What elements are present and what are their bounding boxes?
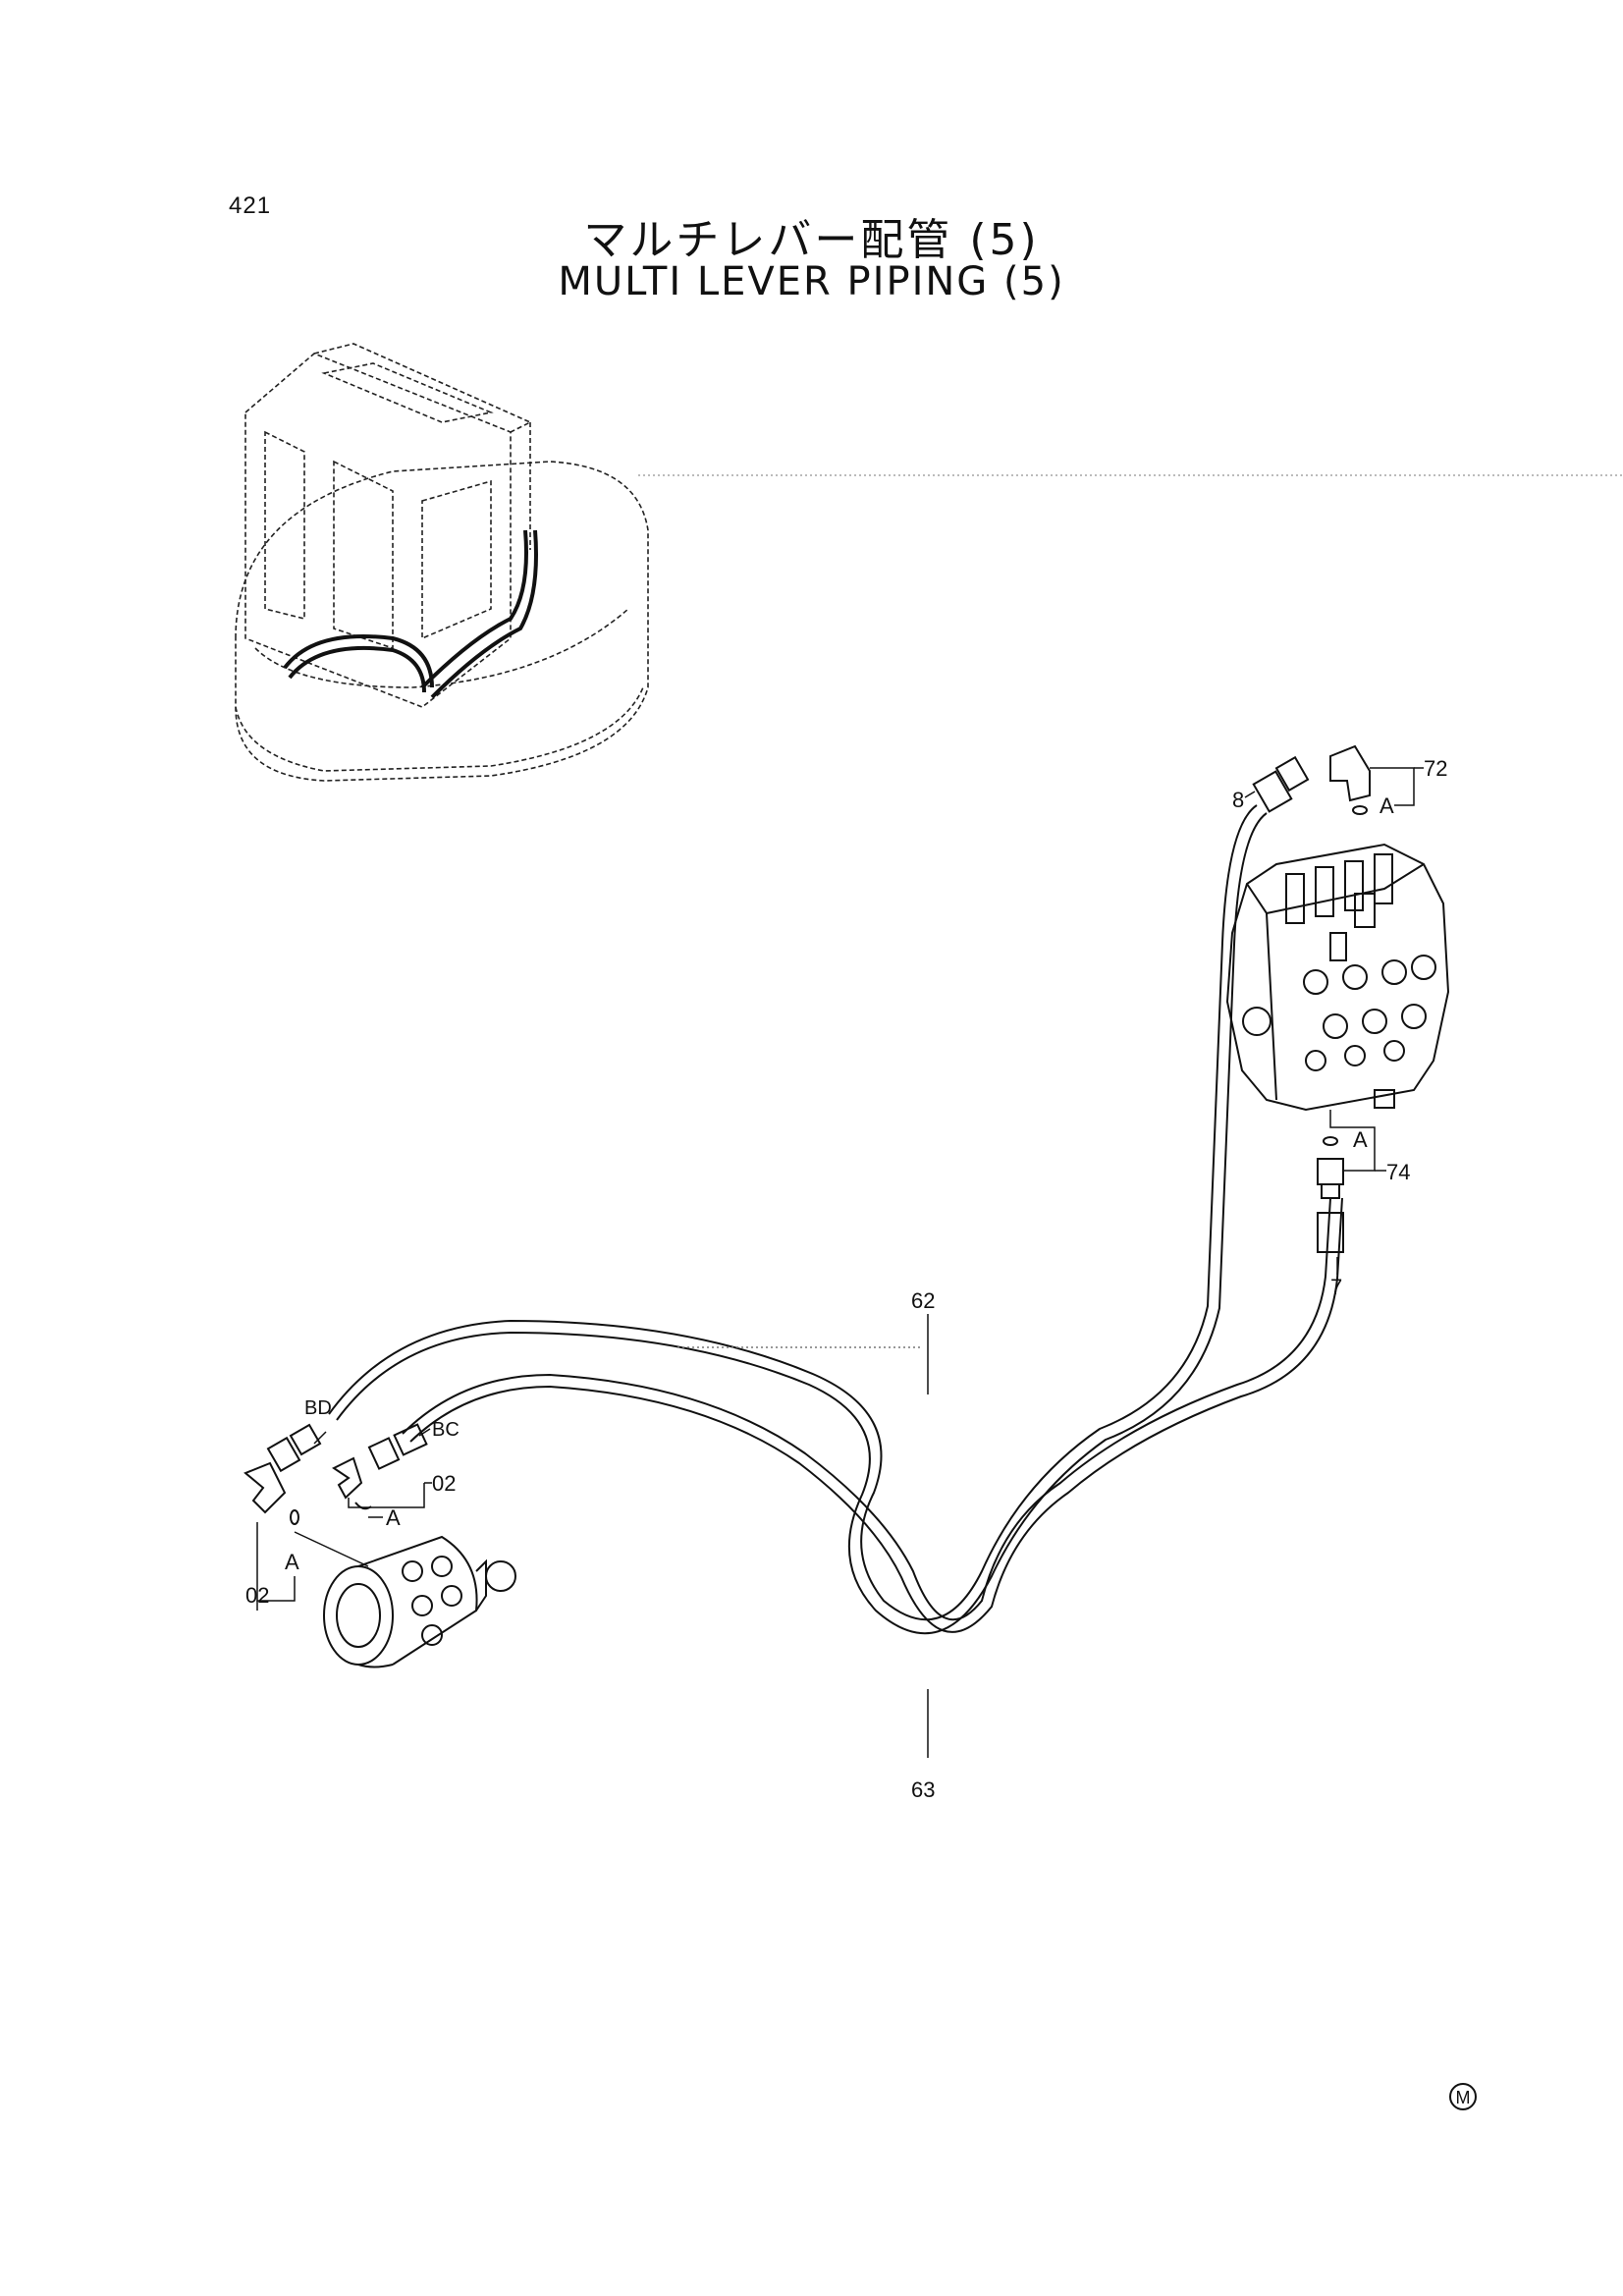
callout-62: 62	[911, 1288, 935, 1313]
title-japanese: マルチレバー配管 (5)	[583, 215, 1040, 265]
leader-lines	[256, 767, 1424, 1758]
circled-m-mark: M	[1449, 2083, 1477, 2110]
fitting-bc	[332, 1423, 428, 1510]
callout-02-lower: 02	[245, 1583, 269, 1608]
fitting-74	[1317, 1136, 1344, 1253]
title-english: MULTI LEVER PIPING (5)	[558, 259, 1065, 304]
fitting-bd	[243, 1423, 322, 1525]
callout-02-upper: 02	[432, 1471, 456, 1496]
mark-letter: M	[1456, 2088, 1471, 2107]
excavator-overview	[235, 343, 649, 782]
fitting-8	[1252, 755, 1310, 813]
callout-a-72: A	[1380, 793, 1394, 818]
callout-7: 7	[1330, 1275, 1342, 1299]
swing-motor	[323, 1535, 516, 1668]
callout-8: 8	[1232, 788, 1244, 812]
callout-72: 72	[1424, 756, 1447, 781]
callout-bc: BC	[432, 1419, 460, 1441]
callout-bd: BD	[304, 1397, 332, 1419]
fitting-72	[1329, 744, 1371, 815]
callout-a-02-lower: A	[285, 1550, 299, 1574]
callout-63: 63	[911, 1777, 935, 1802]
page-number: 421	[229, 192, 272, 219]
callout-a-74: A	[1353, 1127, 1368, 1152]
control-valve	[1225, 843, 1450, 1112]
hose-63	[402, 1197, 1343, 1633]
callout-a-02-upper: A	[386, 1505, 401, 1530]
overview-hoses	[283, 529, 538, 699]
hose-62	[328, 804, 1268, 1635]
callout-74: 74	[1386, 1160, 1410, 1184]
